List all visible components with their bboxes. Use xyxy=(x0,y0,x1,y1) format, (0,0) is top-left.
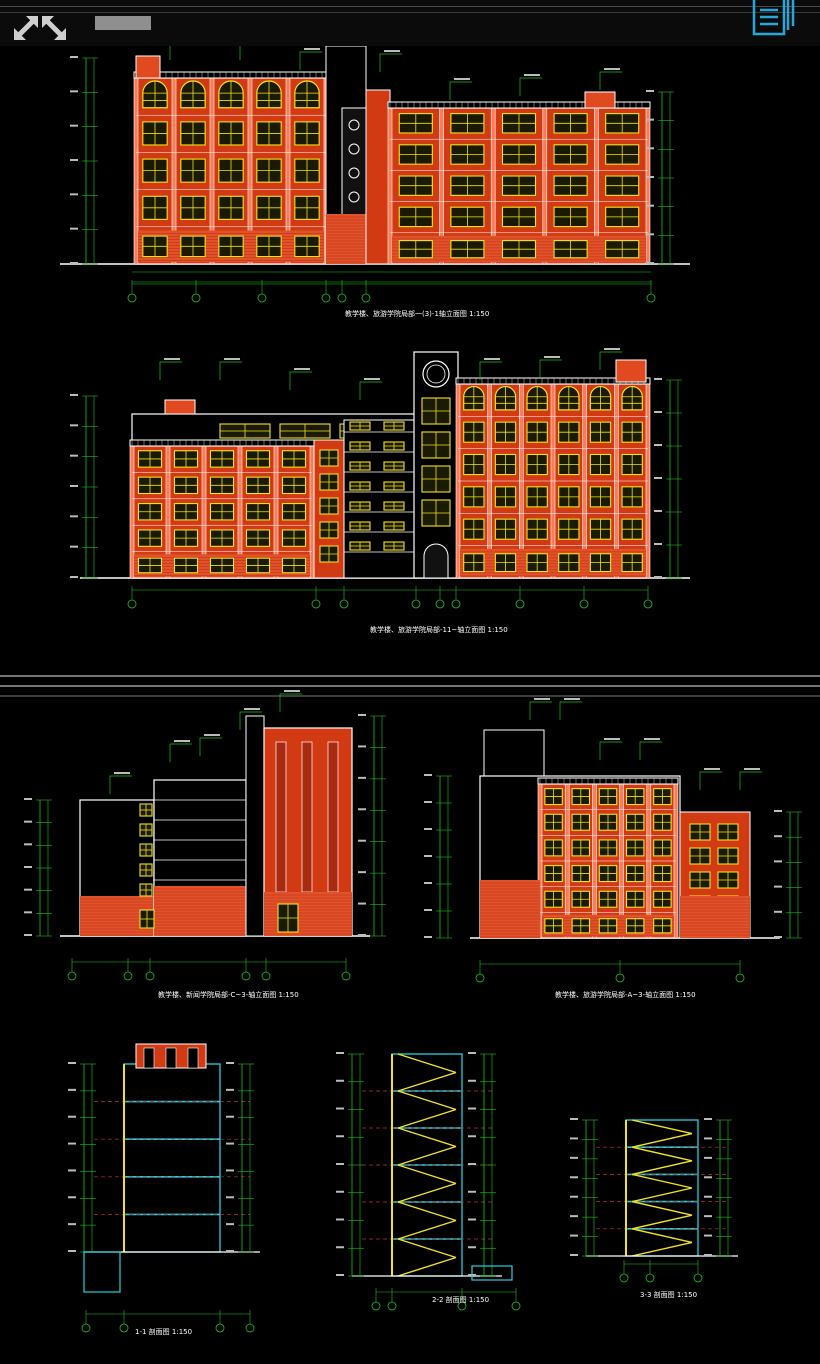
expand-arrows-icon[interactable] xyxy=(10,8,72,42)
elevation-drawing-1 xyxy=(60,46,690,303)
elevation-drawing-3 xyxy=(24,690,386,981)
section-drawing-2 xyxy=(336,1052,521,1311)
elevation-drawing-4 xyxy=(424,698,802,983)
zoom-slider[interactable] xyxy=(95,16,151,30)
toolbar-rule xyxy=(0,6,820,7)
caption-section-2: 2-2 剖面图 1:150 xyxy=(432,1295,489,1304)
caption-section-1: 1-1 剖面图 1:150 xyxy=(135,1327,192,1336)
caption-section-3: 3-3 剖面图 1:150 xyxy=(640,1290,697,1299)
section-drawing-1 xyxy=(68,1043,260,1333)
section-drawing-3 xyxy=(570,1118,738,1283)
caption-elevation-2: 教学楼、旅游学院局部-11~轴立面图 1:150 xyxy=(370,625,508,634)
cad-drawing-sheet: 教学楼、旅游学院局部一(3)-1轴立面图 1:150 教学楼、旅游学院局部-11… xyxy=(0,46,820,1364)
document-list-icon[interactable] xyxy=(744,0,802,38)
caption-elevation-1: 教学楼、旅游学院局部一(3)-1轴立面图 1:150 xyxy=(345,309,489,318)
toolbar-rule xyxy=(0,12,820,13)
caption-elevation-4: 教学楼、旅游学院局部-A~3-轴立面图 1:150 xyxy=(555,990,696,999)
caption-elevation-3: 教学楼、新闻学院局部-C~3-轴立面图 1:150 xyxy=(158,990,299,999)
viewer-toolbar xyxy=(0,0,820,46)
elevation-drawing-2 xyxy=(70,348,690,609)
